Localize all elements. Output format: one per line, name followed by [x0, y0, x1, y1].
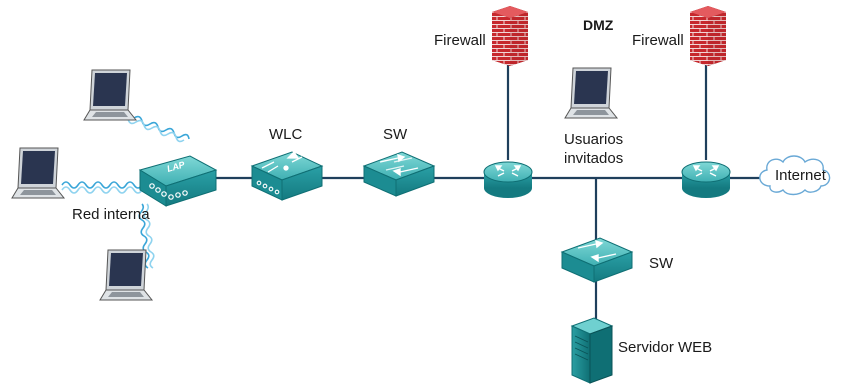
firewall-right-label: Firewall	[632, 32, 684, 49]
wireless-link-top-b	[119, 113, 185, 143]
switch-icon	[362, 151, 436, 197]
lap-icon: LAP	[138, 155, 218, 207]
laptop-icon	[83, 69, 138, 121]
router-icon	[483, 161, 533, 198]
wireless-link-middle	[61, 181, 151, 189]
wireless-link-middle-b	[61, 186, 151, 194]
guests-label-line1: Usuarios	[564, 131, 623, 148]
wlc-label: WLC	[269, 126, 303, 143]
router-icon	[681, 161, 731, 198]
dmz-label: DMZ	[583, 17, 614, 33]
switch-icon	[560, 237, 634, 283]
sw-bottom-label: SW	[649, 255, 674, 272]
internet-label: Internet	[775, 167, 827, 184]
internal-network-label: Red interna	[72, 206, 150, 223]
firewall-icon	[690, 6, 726, 66]
firewall-left-label: Firewall	[434, 32, 486, 49]
laptop-icon	[564, 67, 619, 119]
links	[210, 60, 765, 322]
laptop-icon	[11, 147, 66, 199]
firewall-icon	[492, 6, 528, 66]
wireless-links	[61, 109, 190, 269]
server-icon	[570, 317, 614, 384]
wireless-link-bottom	[138, 203, 150, 269]
guests-label-line2: invitados	[564, 150, 623, 167]
cloud-icon	[759, 155, 831, 196]
laptop-icon	[99, 249, 154, 301]
sw-top-label: SW	[383, 126, 408, 143]
wireless-link-bottom-b	[143, 203, 155, 269]
wlc-icon	[250, 150, 324, 201]
web-server-label: Servidor WEB	[618, 339, 712, 356]
